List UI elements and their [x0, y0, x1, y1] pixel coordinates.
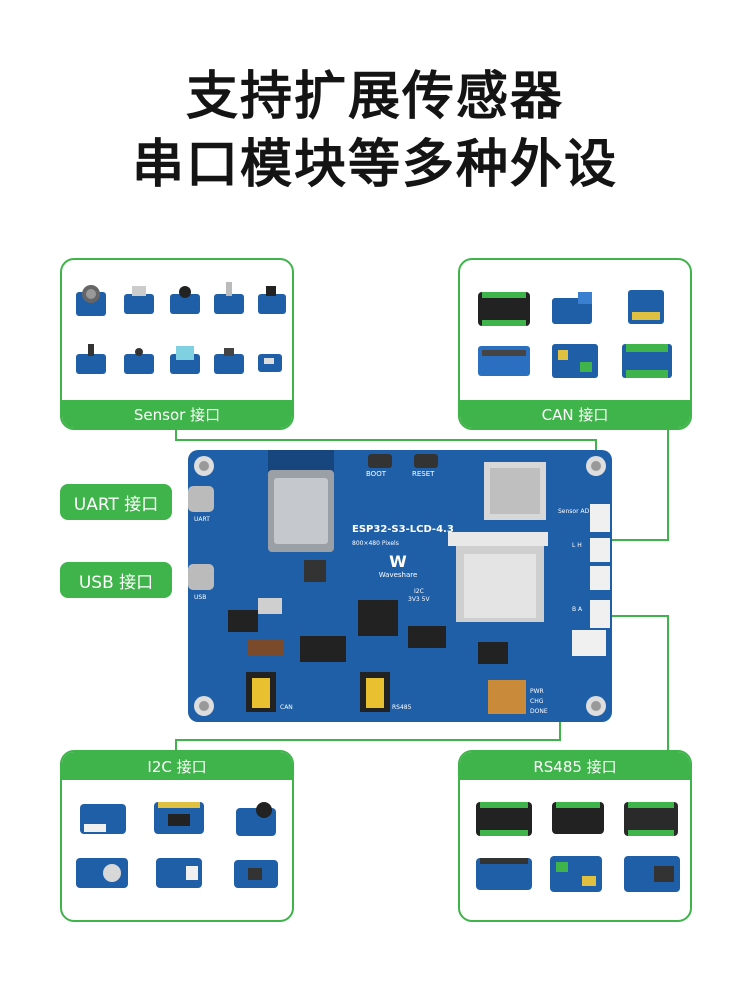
board-rs485-label: RS485: [392, 704, 412, 711]
board-i2c-label: I2C: [414, 588, 424, 595]
page-title-line2: 串口模块等多种外设: [131, 135, 618, 195]
board-sensor-label: Sensor AD: [558, 508, 590, 515]
rs485-modules-image: [476, 802, 680, 892]
sensor-panel-label: Sensor 接口: [62, 400, 292, 428]
board-graphics: [188, 450, 610, 716]
page-title-line1: 支持扩展传感器: [185, 67, 564, 127]
board-brand: Waveshare: [378, 571, 418, 579]
board-usb-label: USB: [194, 594, 207, 601]
board-uart-label: UART: [194, 516, 210, 523]
usb-pill: USB 接口: [60, 562, 172, 598]
esp32-board: BOOT RESET ESP32-S3-LCD-4.3 800×480 Pixe…: [188, 450, 612, 722]
board-brand-logo: W Waveshare: [378, 552, 418, 579]
can-modules-image: [478, 290, 672, 378]
can-panel: CAN 接口: [458, 258, 692, 430]
board-btn-reset-label: RESET: [412, 470, 435, 478]
sensor-panel: Sensor 接口: [60, 258, 294, 430]
i2c-modules-image: [76, 802, 278, 888]
wire-rs485: [600, 615, 669, 752]
board-chg-label: CHG: [530, 698, 544, 705]
rs485-panel-label: RS485 接口: [460, 752, 690, 780]
board-rs-pins-label: B A: [572, 606, 583, 613]
i2c-panel-label: I2C 接口: [62, 752, 292, 780]
i2c-panel: I2C 接口: [60, 750, 294, 922]
board-resolution: 800×480 Pixels: [352, 540, 399, 547]
rs485-panel: RS485 接口: [458, 750, 692, 922]
board-btn-boot-label: BOOT: [366, 470, 386, 478]
board-can-label: CAN: [280, 704, 293, 711]
board-done-label: DONE: [530, 708, 548, 715]
uart-pill: UART 接口: [60, 484, 172, 520]
board-voltage-label: 3V3 5V: [408, 596, 430, 603]
board-model-name: ESP32-S3-LCD-4.3: [352, 524, 454, 535]
sensor-modules-image: [76, 282, 286, 374]
board-pwr-label: PWR: [530, 688, 544, 695]
board-can-pins-label: L H: [572, 542, 582, 549]
can-panel-label: CAN 接口: [460, 400, 690, 428]
waveshare-logo-icon: W: [389, 552, 407, 571]
wire-can: [598, 428, 669, 541]
